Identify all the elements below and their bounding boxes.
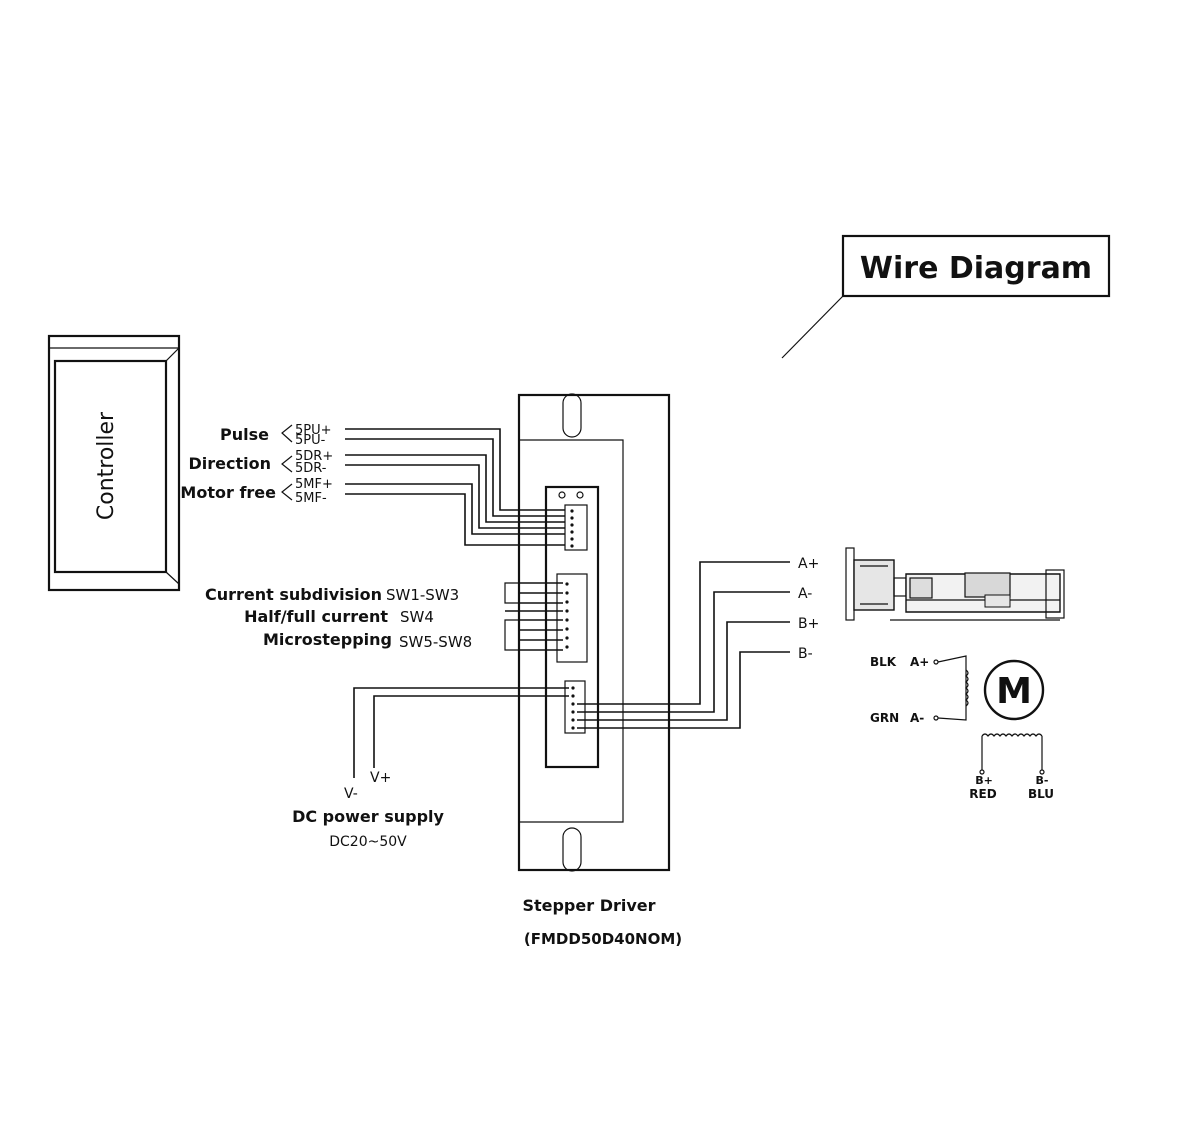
switch-wires [504, 582, 563, 651]
motor-output-wires: A+ A- B+ B- [577, 556, 819, 729]
controller-unit: Controller [47, 334, 181, 592]
signal-wires [345, 428, 565, 546]
motor-symbol-label: M [996, 671, 1032, 712]
motor-free-label: Motor free [180, 483, 276, 502]
title-box [841, 234, 1111, 298]
title-leader-line [781, 295, 844, 359]
pin-label: 5PU- [295, 433, 326, 448]
signal-connector [564, 504, 588, 551]
motor-schematic: BLK A+ GRN A- M B+ B- RED BLU [870, 655, 1054, 801]
coil-b-icon [981, 733, 1043, 737]
driver-name: Stepper Driver [522, 896, 655, 915]
microstepping-label: Microstepping [263, 630, 392, 649]
v-plus-label: V+ [370, 770, 391, 786]
terminal-panel [544, 485, 600, 769]
diagram-title: Wire Diagram [860, 251, 1092, 286]
driver-model: (FMDD50D40NOM) [524, 930, 682, 948]
controller-label: Controller [94, 411, 119, 520]
pin-label: 5PU+ [295, 423, 332, 438]
pulse-bracket [281, 424, 293, 443]
pulse-label: Pulse [220, 425, 269, 444]
pin-label: 5DR- [295, 461, 327, 476]
power-wires: V- V+ DC power supply DC20~50V [292, 687, 569, 850]
blu-label: BLU [1028, 787, 1054, 801]
red-label: RED [969, 787, 996, 801]
output-b-minus: B- [798, 646, 813, 662]
power-supply-label: DC power supply [292, 807, 444, 826]
output-a-plus: A+ [798, 556, 819, 572]
blk-label: BLK [870, 655, 897, 669]
dip-switch-block [556, 573, 588, 663]
output-b-plus: B+ [798, 616, 819, 632]
direction-bracket [281, 455, 293, 473]
b-minus-terminal: B- [1036, 774, 1049, 787]
driver-inner-frame [519, 439, 624, 823]
a-minus-terminal: A- [910, 711, 924, 725]
v-minus-label: V- [344, 786, 358, 802]
driver-housing [517, 393, 671, 872]
motor-free-bracket [281, 483, 293, 501]
linear-actuator-illustration [845, 547, 1065, 621]
title-callout: Wire Diagram [781, 234, 1111, 359]
microstepping-code: SW5-SW8 [399, 633, 472, 651]
bottom-mount-slot [562, 827, 582, 872]
controller-inner [53, 359, 168, 574]
pin-label: 5MF- [295, 491, 327, 506]
current-subdivision-label: Current subdivision [205, 585, 382, 604]
switch-labels: Current subdivision SW1-SW3 Half/full cu… [205, 585, 472, 651]
half-full-current-code: SW4 [400, 608, 434, 626]
current-subdivision-code: SW1-SW3 [386, 586, 459, 604]
stepper-driver: Stepper Driver (FMDD50D40NOM) [517, 393, 682, 948]
power-motor-connector [564, 680, 586, 734]
grn-label: GRN [870, 711, 899, 725]
output-a-minus: A- [798, 586, 812, 602]
pin-label: 5DR+ [295, 449, 333, 464]
coil-a-icon [965, 669, 969, 707]
top-mount-slot [562, 393, 582, 438]
a-plus-terminal: A+ [910, 655, 929, 669]
pin-label: 5MF+ [295, 477, 333, 492]
motor-symbol-circle [983, 659, 1045, 721]
direction-label: Direction [188, 454, 271, 473]
controller-outer [47, 334, 181, 592]
signal-labels: Pulse Direction Motor free 5PU+ 5PU- 5DR… [180, 423, 333, 506]
b-plus-terminal: B+ [975, 774, 993, 787]
power-range-label: DC20~50V [329, 834, 407, 850]
half-full-current-label: Half/full current [244, 607, 388, 626]
